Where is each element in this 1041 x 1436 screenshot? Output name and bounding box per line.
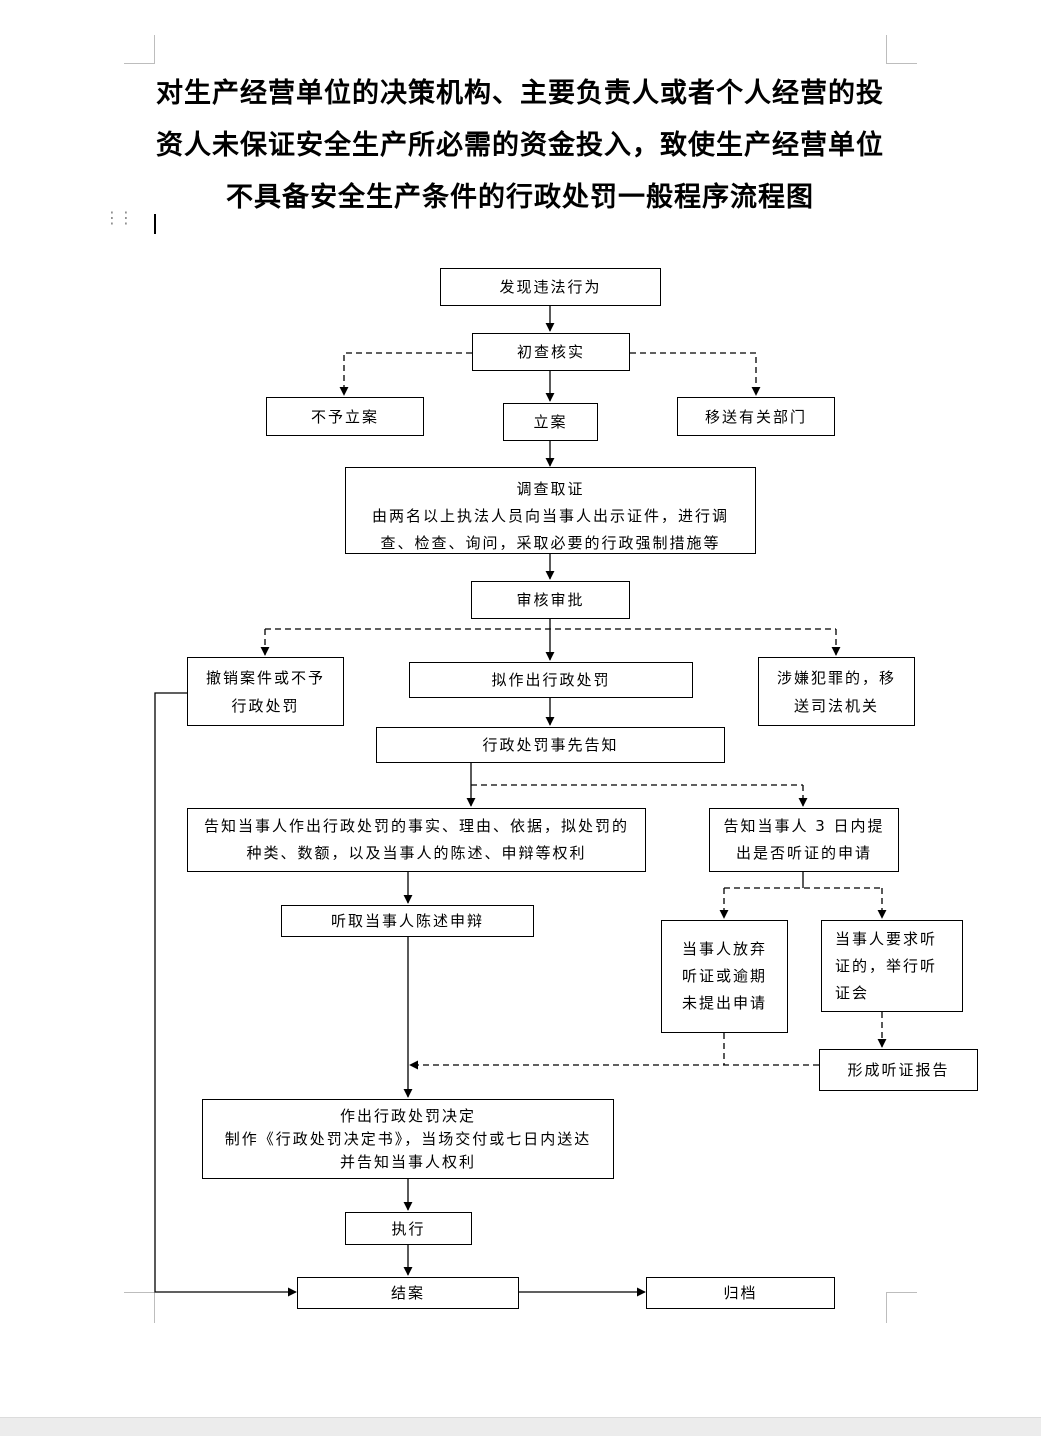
box-transfer-department: 移送有关部门 <box>677 397 835 436</box>
title-line-1: 对生产经营单位的决策机构、主要负责人或者个人经营的投 <box>156 78 884 109</box>
box-pre-notice: 行政处罚事先告知 <box>376 727 725 763</box>
box-close-case: 结案 <box>297 1277 519 1309</box>
box-listen-defense: 听取当事人陈述申辩 <box>281 905 534 937</box>
box-execute: 执行 <box>345 1212 472 1245</box>
box-initial-check: 初查核实 <box>472 333 630 371</box>
box-hearing-report: 形成听证报告 <box>819 1049 978 1091</box>
box-penalty-decision: 作出行政处罚决定 制作《行政处罚决定书》，当场交付或七日内送达 并告知当事人权利 <box>202 1099 614 1179</box>
box-waive-hearing: 当事人放弃 听证或逾期 未提出申请 <box>661 920 788 1033</box>
box-no-case: 不予立案 <box>266 397 424 436</box>
box-crime-transfer: 涉嫌犯罪的，移 送司法机关 <box>758 657 915 726</box>
crop-mark-bottom-left <box>124 1292 155 1323</box>
status-bar <box>0 1417 1041 1436</box>
box-archive: 归档 <box>646 1277 835 1309</box>
drag-handle-icon[interactable]: ⋮⋮ <box>104 208 134 227</box>
text-cursor <box>154 214 156 234</box>
title-line-3: 不具备安全生产条件的行政处罚一般程序流程图 <box>226 182 814 213</box>
box-request-hearing: 当事人要求听 证的，举行听 证会 <box>821 920 963 1012</box>
box-notify-rights: 告知当事人作出行政处罚的事实、理由、依据，拟处罚的 种类、数额，以及当事人的陈述… <box>187 808 646 872</box>
box-investigate: 调查取证 由两名以上执法人员向当事人出示证件，进行调 查、检查、询问，采取必要的… <box>345 467 756 554</box>
crop-mark-bottom-right <box>886 1292 917 1323</box>
crop-mark-top-right <box>886 35 917 64</box>
box-file-case: 立案 <box>503 403 598 441</box>
box-review-approve: 审核审批 <box>471 581 630 619</box>
box-discover-violation: 发现违法行为 <box>440 268 661 306</box>
page-title: 对生产经营单位的决策机构、主要负责人或者个人经营的投 资人未保证安全生产所必需的… <box>130 68 910 224</box>
box-propose-penalty: 拟作出行政处罚 <box>409 662 693 698</box>
box-cancel-case: 撤销案件或不予 行政处罚 <box>187 657 344 726</box>
crop-mark-top-left <box>124 35 155 64</box>
box-hearing-notice: 告知当事人 3 日内提 出是否听证的申请 <box>709 808 899 872</box>
title-line-2: 资人未保证安全生产所必需的资金投入，致使生产经营单位 <box>156 130 884 161</box>
